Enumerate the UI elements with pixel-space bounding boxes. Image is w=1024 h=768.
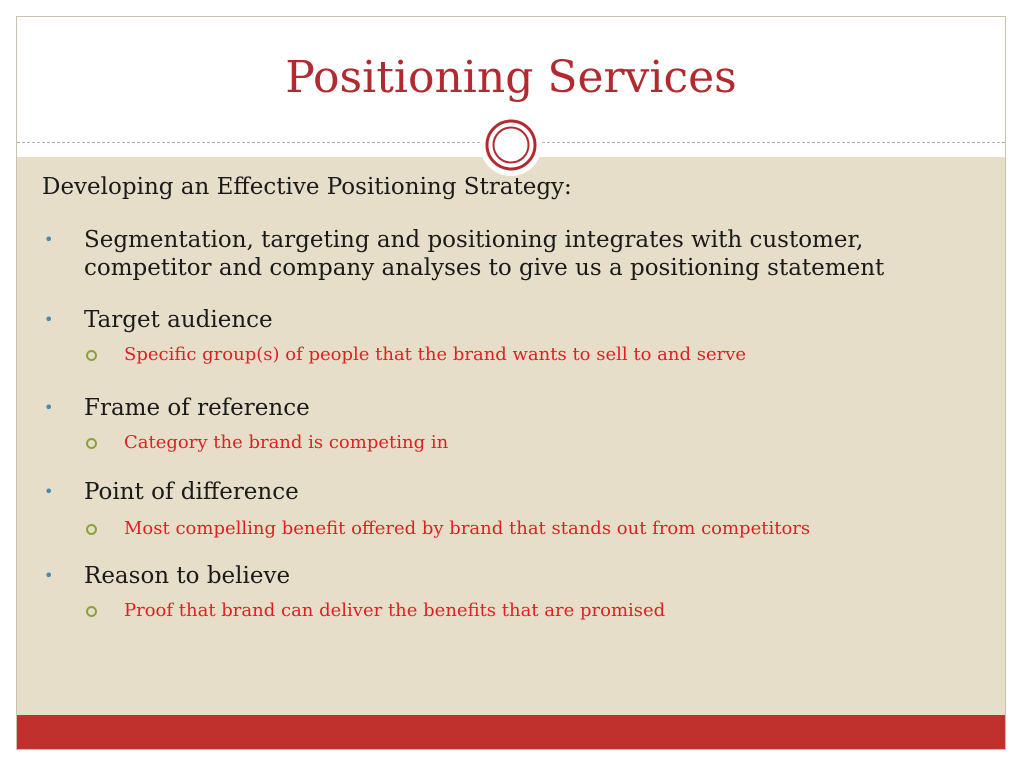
double-ring-ornament-icon: [480, 114, 542, 176]
ring-bullet-icon: [86, 350, 97, 361]
sub-bullet-item: Category the brand is competing in: [42, 430, 982, 456]
bullet-text: Segmentation, targeting and positioning …: [84, 227, 885, 281]
bullet-dot-icon: •: [44, 230, 54, 249]
bullet-text: Point of difference: [84, 479, 299, 505]
bullet-item: • Frame of reference: [42, 394, 982, 422]
slide-title: Positioning Services: [285, 52, 737, 103]
bottom-accent-bar: [17, 715, 1005, 749]
bullet-dot-icon: •: [44, 566, 54, 585]
bullet-item: • Segmentation, targeting and positionin…: [42, 226, 982, 282]
sub-bullet-text: Most compelling benefit offered by brand…: [124, 518, 811, 539]
bullet-dot-icon: •: [44, 482, 54, 501]
bullet-item: • Target audience: [42, 306, 982, 334]
ring-bullet-icon: [86, 606, 97, 617]
sub-bullet-item: Specific group(s) of people that the bra…: [42, 342, 982, 368]
bullet-dot-icon: •: [44, 310, 54, 329]
sub-bullet-text: Proof that brand can deliver the benefit…: [124, 600, 666, 621]
ring-bullet-icon: [86, 438, 97, 449]
section-heading: Developing an Effective Positioning Stra…: [42, 174, 572, 200]
content-panel: [17, 157, 1005, 715]
bullet-text: Frame of reference: [84, 395, 310, 421]
sub-bullet-item: Most compelling benefit offered by brand…: [42, 516, 982, 542]
bullet-list: • Segmentation, targeting and positionin…: [42, 226, 982, 624]
ring-bullet-icon: [86, 524, 97, 535]
bullet-item: • Point of difference: [42, 478, 982, 506]
bullet-item: • Reason to believe: [42, 562, 982, 590]
bullet-text: Reason to believe: [84, 563, 291, 589]
sub-bullet-text: Specific group(s) of people that the bra…: [124, 344, 747, 365]
sub-bullet-text: Category the brand is competing in: [124, 432, 449, 453]
sub-bullet-item: Proof that brand can deliver the benefit…: [42, 598, 982, 624]
bullet-dot-icon: •: [44, 398, 54, 417]
bullet-text: Target audience: [84, 307, 273, 333]
